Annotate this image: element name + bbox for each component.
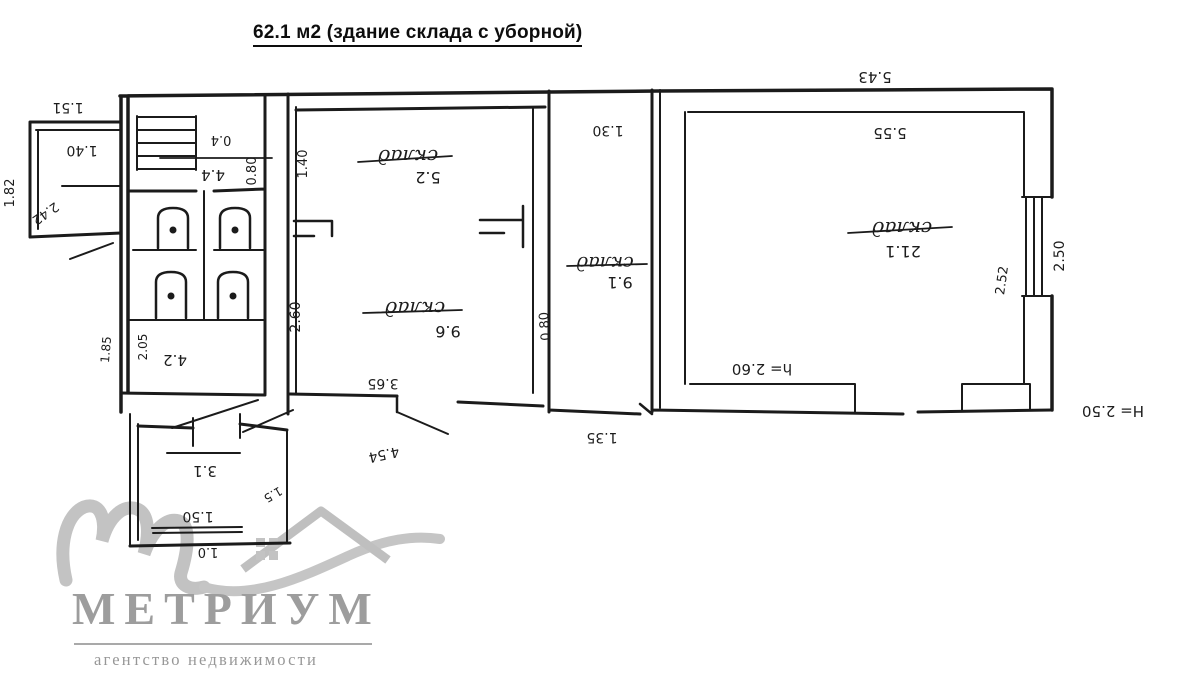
dim-sklad91-top: 1.30 <box>592 122 623 138</box>
dim-annex-left-inner: 1.40 <box>66 142 97 158</box>
watermark-m-glyph <box>56 499 211 595</box>
stairs-icon <box>136 115 197 171</box>
room-name-sklad52: склад <box>378 145 438 169</box>
watermark-tagline: агентство недвижимости <box>94 650 319 669</box>
dim-bottom-left: 4.54 <box>367 443 401 465</box>
watermark-logo <box>56 499 445 597</box>
main-inner-walls <box>28 88 1054 548</box>
room-area-sklad211: 21.1 <box>885 242 921 261</box>
room-area-sklad91: 9.1 <box>607 273 632 292</box>
dim-annex-width: 1.50 <box>182 508 213 524</box>
dim-sklad96-bottom: 3.65 <box>367 375 398 391</box>
room-name-sklad96: склад <box>385 297 445 321</box>
room-area-utility: 4.4 <box>201 166 225 184</box>
dim-annex-left-top: 1.51 <box>52 99 83 115</box>
toilet-icon <box>154 270 188 320</box>
toilet-icon <box>156 206 190 250</box>
room-name-sklad91: склад <box>576 252 633 274</box>
toilet-icon <box>218 206 252 250</box>
watermark-divider <box>74 643 372 645</box>
dim-bottom-middle: 1.35 <box>586 429 617 445</box>
dim-annex-door: 1.5 <box>261 484 285 506</box>
room-area-toilet: 4.2 <box>163 351 187 369</box>
dim-annex-left-side: 1.82 <box>3 179 18 208</box>
room-area-sklad52: 5.2 <box>415 168 440 187</box>
dim-sklad96-left: 2.60 <box>288 301 304 332</box>
dim-sklad91-left: 0.80 <box>537 311 554 341</box>
room-area-annex: 3.1 <box>193 462 217 480</box>
dim-annex-left-diag: 2.42 <box>29 198 61 227</box>
door-jamb-details <box>292 204 654 416</box>
dim-utility-door: 0.4 <box>211 132 232 147</box>
light-partition-walls <box>35 89 1031 547</box>
dim-top-outer: 5.43 <box>858 68 891 86</box>
dim-sklad52-left: 1.40 <box>296 150 311 179</box>
dim-top-inner: 5.55 <box>873 124 906 142</box>
dim-toilet-outer: 1.85 <box>98 336 114 364</box>
dim-utility-right: 0.80 <box>245 157 260 186</box>
toilet-icon <box>216 270 250 320</box>
watermark-house-roof-icon <box>240 506 391 573</box>
outer-walls <box>118 87 1054 414</box>
height-note-inner: h= 2.60 <box>732 360 792 378</box>
toilet-dots <box>167 226 239 300</box>
dim-toilet-width: 2.05 <box>136 334 150 361</box>
window-icon <box>1021 196 1053 297</box>
watermark-swoosh <box>199 532 445 597</box>
room-area-sklad96: 9.6 <box>435 322 460 341</box>
room-name-sklad211: склад <box>872 217 932 241</box>
watermark-brand: МЕТРИУМ <box>72 583 381 634</box>
room-label-underlines <box>159 155 953 314</box>
dim-right-inner: 2.52 <box>993 265 1012 296</box>
height-note-outer: H= 2.50 <box>1082 402 1144 420</box>
door-swing-lines <box>69 242 449 435</box>
dim-window-right: 2.50 <box>1052 240 1068 271</box>
dim-annex-bottom: 1.0 <box>198 544 219 559</box>
page-title: 62.1 м2 (здание склада с уборной) <box>253 22 583 47</box>
